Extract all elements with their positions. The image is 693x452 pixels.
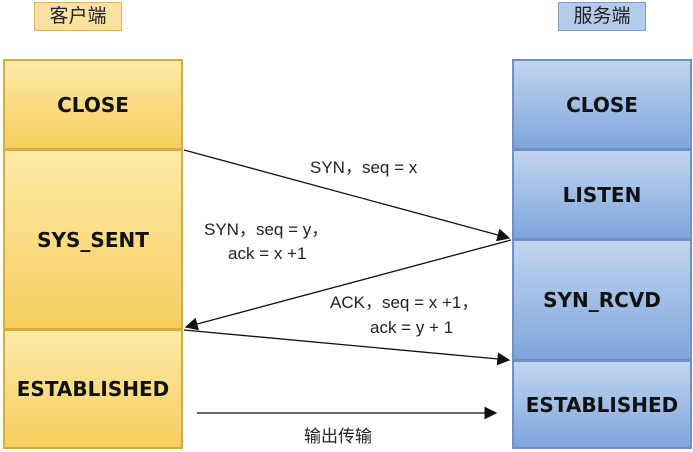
client-state-close: CLOSE: [3, 59, 183, 150]
ack-arrow: [183, 329, 511, 366]
synack-label-1: SYN，seq = y，: [204, 220, 328, 239]
server-label: 服务端: [558, 2, 646, 31]
client-state-established: ESTABLISHED: [3, 329, 183, 449]
server-state-established: ESTABLISHED: [512, 360, 692, 449]
ack-label-2: ack = y + 1: [370, 318, 453, 337]
client-label: 客户端: [34, 2, 122, 31]
server-state-syn-rcvd: SYN_RCVD: [512, 239, 692, 361]
syn-arrow: [183, 149, 511, 242]
ack-label-1: ACK，seq = x +1，: [330, 293, 478, 312]
synack-label-2: ack = x +1: [228, 244, 306, 263]
transfer-label: 输出传输: [304, 427, 372, 447]
client-state-sys-sent: SYS_SENT: [3, 149, 183, 330]
syn-label: SYN，seq = x: [310, 158, 418, 177]
synack-arrow: [184, 239, 512, 331]
